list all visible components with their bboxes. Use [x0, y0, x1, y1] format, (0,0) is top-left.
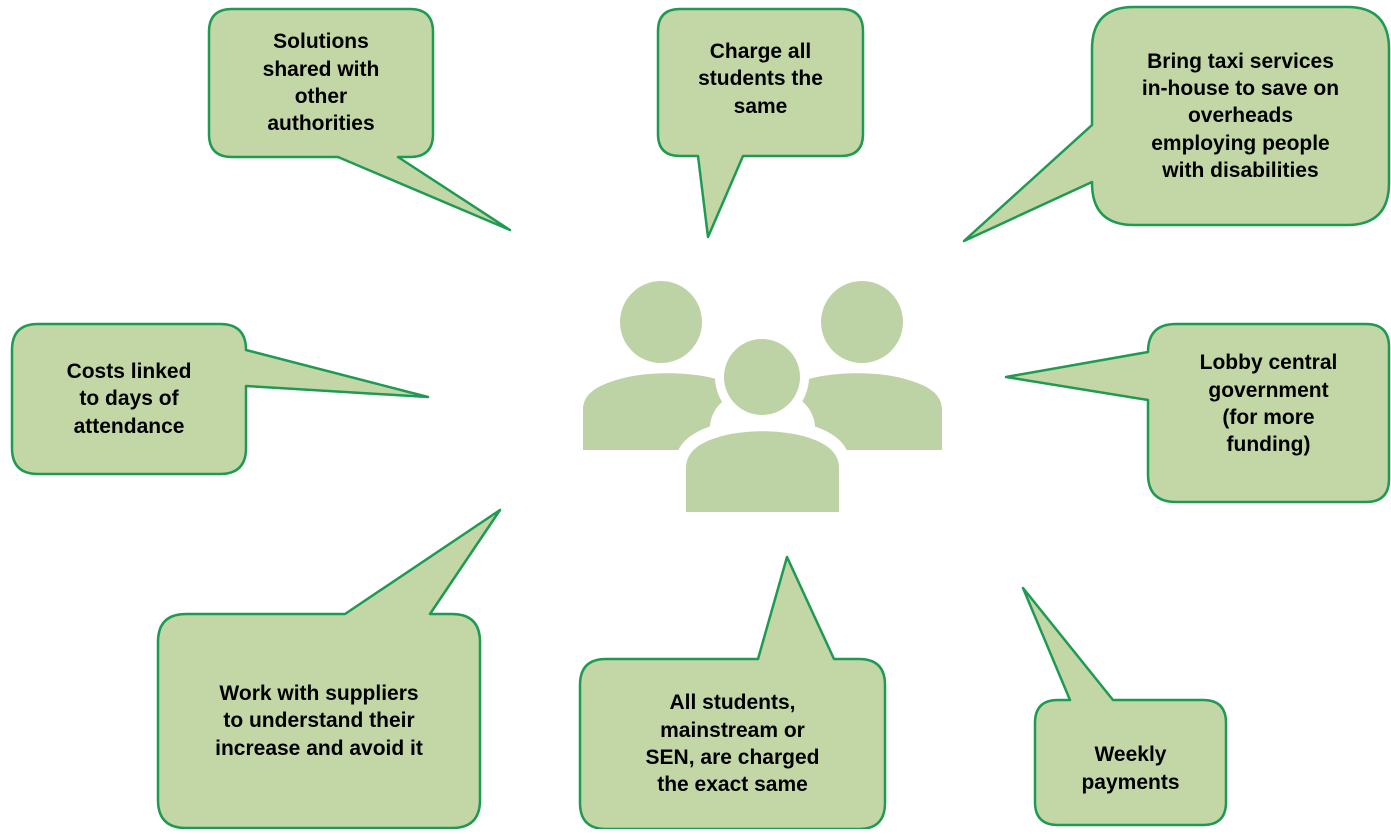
person-front-body [686, 431, 839, 512]
speech-bubble-solutions-shared [207, 7, 512, 232]
bubble-text-lobby-government: Lobby central government (for more fundi… [1199, 351, 1338, 457]
bubble-text-charge-all-same: Charge all students the same [698, 40, 823, 118]
person-right-head [821, 281, 903, 363]
person-left-head [620, 281, 702, 363]
speech-bubble-work-with-suppliers [156, 508, 502, 830]
speech-bubble-weekly-payments [1021, 586, 1228, 827]
people-group-icon [583, 281, 942, 520]
bubble-text-taxi-in-house: Bring taxi services in-house to save on … [1141, 49, 1340, 182]
bubble-text-all-students-same: All students, mainstream or SEN, are cha… [645, 691, 820, 797]
speech-bubble-charge-all-same [656, 7, 865, 239]
bubble-text-costs-linked: Costs linked to days of attendance [66, 360, 192, 438]
speech-bubble-lobby-government [1004, 322, 1391, 504]
bubble-text-work-with-suppliers: Work with suppliers to understand their … [215, 682, 423, 760]
bubble-text-solutions-shared: Solutions shared with other authorities [262, 30, 380, 136]
person-front-head [724, 339, 800, 415]
bubble-text-weekly-payments: Weekly payments [1081, 743, 1180, 794]
speech-bubble-taxi-in-house [962, 5, 1391, 243]
speech-bubble-costs-linked [10, 322, 430, 476]
